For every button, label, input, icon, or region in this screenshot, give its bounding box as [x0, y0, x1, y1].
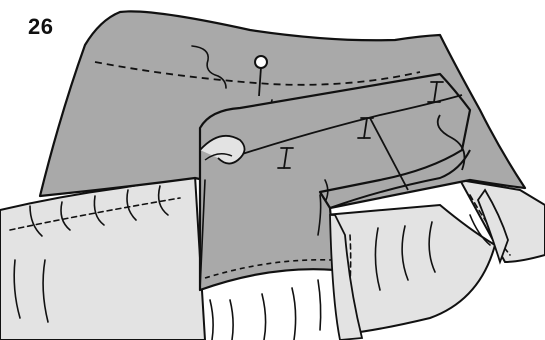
lining-left — [0, 176, 205, 340]
